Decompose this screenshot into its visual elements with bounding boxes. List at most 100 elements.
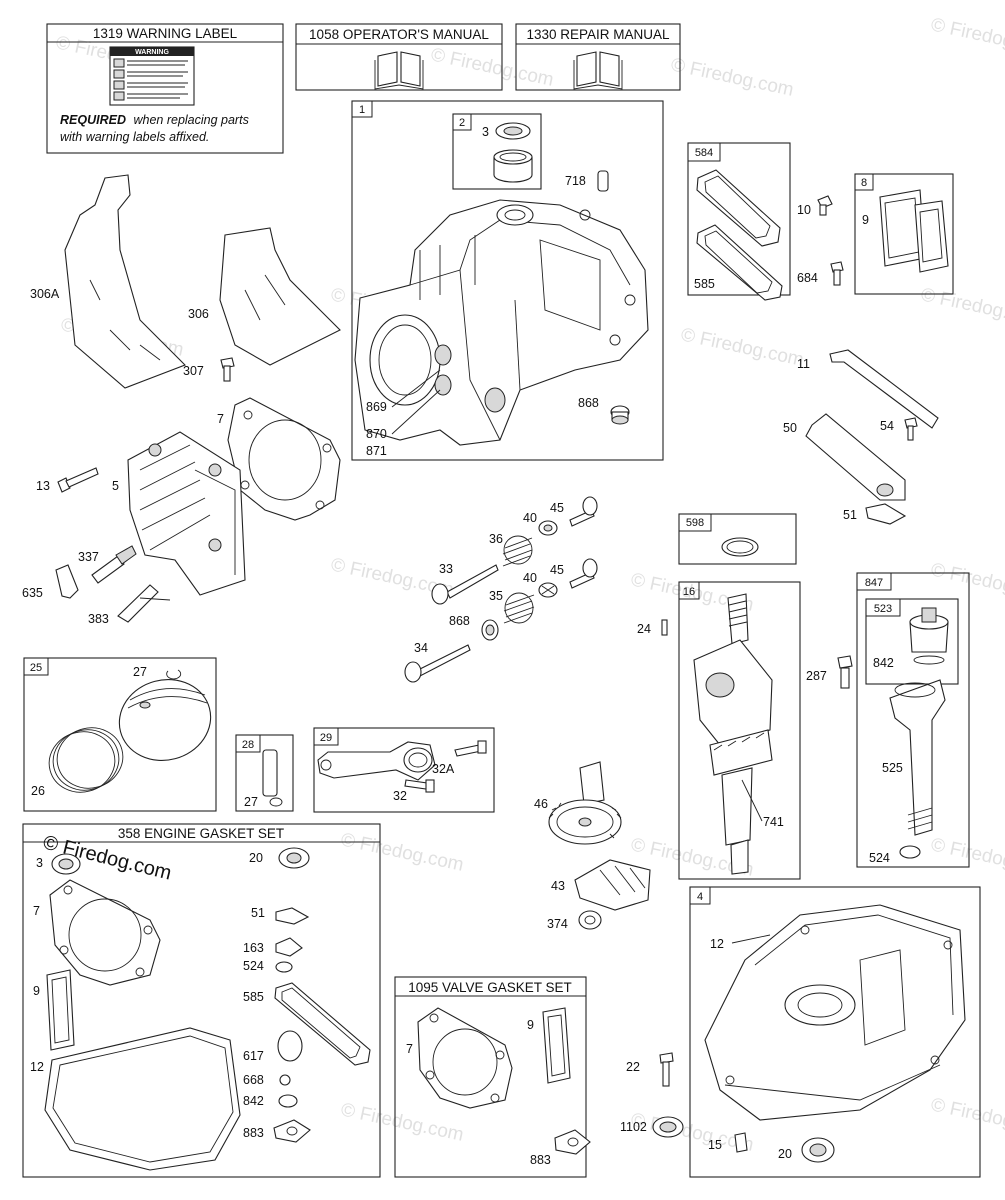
- box-number: 584: [695, 147, 713, 159]
- callout-11: 11: [797, 357, 810, 371]
- gasket-883: [273, 1119, 311, 1143]
- connecting-rod: [317, 741, 436, 781]
- valve-retainer: [538, 520, 558, 536]
- gasket-callout-163: 163: [243, 941, 264, 955]
- sump-cover: [704, 904, 966, 1121]
- box-number: 1: [359, 104, 365, 116]
- box-number: 16: [683, 586, 695, 598]
- air-guide-306A: [64, 174, 186, 389]
- key-24: [661, 619, 668, 636]
- bolt-684: [830, 261, 844, 286]
- callout-842: 842: [873, 656, 894, 670]
- callout-46: 46: [534, 797, 548, 811]
- screw-54: [904, 417, 918, 441]
- gasket-callout-524: 524: [243, 959, 264, 973]
- head-bolt: [57, 467, 99, 493]
- callout-1102: 1102: [620, 1120, 647, 1134]
- dipstick-tube: [889, 679, 946, 836]
- warning-sticker-heading: WARNING: [135, 49, 169, 56]
- gasket-callout-668: 668: [243, 1073, 264, 1087]
- rocker-cover: [914, 200, 949, 273]
- callout-15: 15: [708, 1138, 722, 1152]
- callout-27b: 27: [244, 795, 258, 809]
- gasket-callout-12: 12: [30, 1060, 44, 1074]
- breather-passage: [805, 413, 906, 501]
- gasket-584-box: 584 585: [687, 142, 791, 301]
- watermark: © Firedog.com: [929, 834, 1005, 881]
- dipstick-box: 847 523 842 525 524: [856, 572, 970, 868]
- ground-clip: [117, 584, 171, 623]
- governor-assembly: [574, 859, 651, 911]
- callout-34: 34: [414, 641, 428, 655]
- callout-13: 13: [36, 479, 50, 493]
- piston-rings: [48, 727, 124, 793]
- cylinder-block: [354, 199, 649, 446]
- callout-374: 374: [547, 917, 568, 931]
- valve-gasket-set-title: 1095 VALVE GASKET SET: [408, 980, 572, 995]
- watermark: © Firedog.com: [429, 44, 556, 91]
- manual-book-icon: [374, 51, 424, 90]
- gasket-cover: [46, 969, 75, 1051]
- screw-307: [220, 357, 235, 382]
- callout-26: 26: [31, 784, 45, 798]
- bearing-sleeve: [493, 149, 533, 183]
- callout-868b: 868: [449, 614, 470, 628]
- sump-bolt: [659, 1052, 674, 1087]
- gasket-sump: [44, 1027, 241, 1171]
- watermark: © Firedog.com: [679, 324, 806, 371]
- warning-label-title: 1319 WARNING LABEL: [93, 26, 238, 41]
- spark-plug-boot: [55, 564, 79, 599]
- exhaust-valve-spring: [503, 592, 535, 624]
- o-ring-524: [899, 845, 921, 859]
- air-guide-306: [219, 227, 341, 366]
- callout-45b: 45: [550, 563, 564, 577]
- callout-40b: 40: [523, 571, 537, 585]
- callout-54: 54: [880, 419, 894, 433]
- box-number: 847: [865, 577, 883, 589]
- seal-1102: [652, 1116, 684, 1138]
- watermark: © Firedog.com: [919, 284, 1005, 331]
- required-note-line2: with warning labels affixed.: [60, 130, 209, 144]
- exhaust-valve: [431, 564, 499, 605]
- callout-741: 741: [763, 815, 784, 829]
- spark-plug: [91, 545, 137, 584]
- valve-set-head-gasket: [417, 1007, 513, 1109]
- repair-manual-box: 1330 REPAIR MANUAL: [515, 23, 681, 91]
- callout-32A: 32A: [432, 762, 455, 776]
- rod-bolt-32: [404, 779, 435, 793]
- piston-box: 25 27 26: [23, 657, 217, 812]
- box-number: 28: [242, 739, 254, 751]
- gasket-callout-883: 883: [243, 1126, 264, 1140]
- rod-bolt-32A: [454, 740, 487, 757]
- gasket-callout-842: 842: [243, 1094, 264, 1108]
- watermark: © Firedog.com: [929, 1094, 1005, 1141]
- gasket-163: [275, 937, 303, 957]
- watermark: © Firedog.com: [339, 829, 466, 876]
- gasket-842: [278, 1094, 298, 1108]
- oil-seal-plug: [610, 405, 630, 425]
- valve-callout-7: 7: [406, 1042, 413, 1056]
- callout-337: 337: [78, 550, 99, 564]
- valve-set-cover-gasket: [542, 1007, 571, 1084]
- gasket-51: [275, 907, 310, 925]
- valve-set-gasket-883: [554, 1129, 591, 1155]
- piston: [118, 679, 212, 761]
- callout-524: 524: [869, 851, 890, 865]
- gasket-callout-51: 51: [251, 906, 265, 920]
- callout-306A: 306A: [30, 287, 60, 301]
- callout-871: 871: [366, 444, 387, 458]
- callout-868: 868: [578, 396, 599, 410]
- gasket-callout-617: 617: [243, 1049, 264, 1063]
- intake-valve-spring: [502, 535, 533, 567]
- manual-book-icon: [573, 51, 623, 90]
- head-gasket: [227, 397, 341, 521]
- valve-gasket-set-box: 1095 VALVE GASKET SET 7 9 883: [394, 976, 591, 1178]
- breather-tube: [829, 349, 939, 429]
- engine-gasket-set-box: 358 ENGINE GASKET SET © Firedog.com 3 7 …: [22, 823, 381, 1178]
- gasket-head: [49, 879, 161, 986]
- callout-40: 40: [523, 511, 537, 525]
- bolt-287: [837, 655, 853, 689]
- watermark: © Firedog.com: [929, 14, 1005, 61]
- gasket-callout-7: 7: [33, 904, 40, 918]
- cylinder-head: [127, 431, 246, 596]
